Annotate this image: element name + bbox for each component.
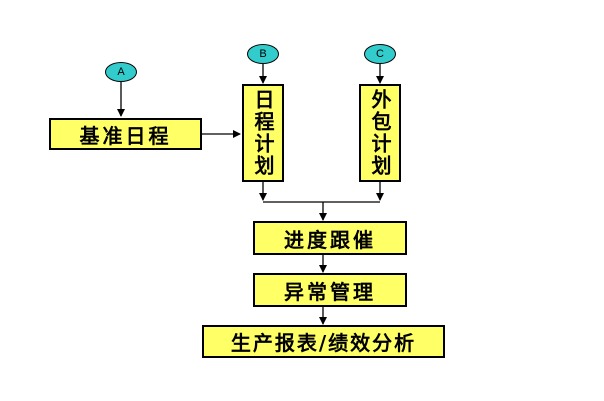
connector-b: B [247,44,279,64]
exception-management-box: 异常管理 [253,273,407,307]
reports-box: 生产报表/绩效分析 [202,325,445,358]
outsource-plan-box: 外包计划 [359,84,401,182]
connector-a: A [105,62,137,82]
connector-c: C [364,44,396,64]
base-schedule-box: 基准日程 [49,118,202,150]
progress-tracking-box: 进度跟催 [253,221,407,255]
daily-plan-box: 日程计划 [242,84,284,182]
